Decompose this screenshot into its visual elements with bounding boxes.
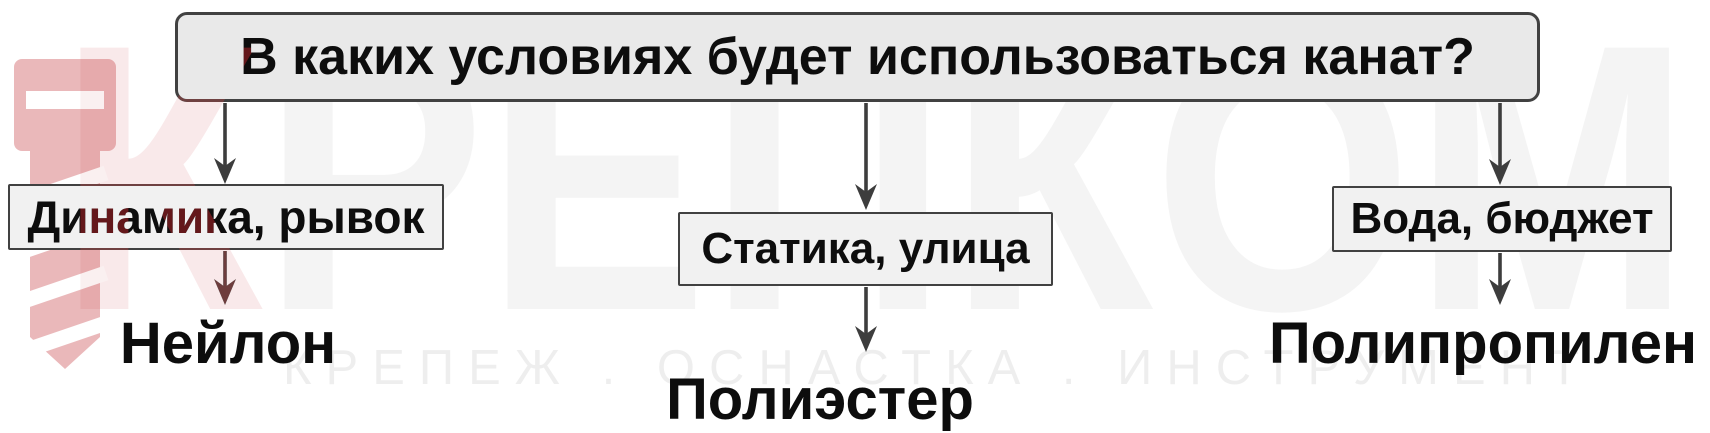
condition-text: Динамика, рывок — [27, 191, 425, 243]
arrowhead-icon — [855, 184, 877, 210]
material-polyester: Полиэстер — [666, 367, 974, 432]
arrowhead-icon — [214, 158, 236, 184]
arrowhead-icon — [214, 279, 236, 305]
condition-box-static: Статика, улица — [678, 212, 1053, 286]
material-polypropylene: Полипропилен — [1268, 311, 1698, 376]
question-text: В каких условиях будет использоваться ка… — [240, 28, 1475, 86]
material-nylon: Нейлон — [119, 311, 337, 376]
condition-box-dynamics: Динамика, рывок — [8, 184, 444, 250]
condition-text: Вода, бюджет — [1350, 194, 1654, 243]
arrowhead-icon — [855, 326, 877, 352]
condition-box-water: Вода, бюджет — [1332, 186, 1672, 252]
arrowhead-icon — [1489, 279, 1511, 305]
question-box: В каких условиях будет использоваться ка… — [175, 12, 1540, 102]
arrowhead-icon — [1489, 159, 1511, 185]
condition-text: Статика, улица — [701, 224, 1030, 273]
